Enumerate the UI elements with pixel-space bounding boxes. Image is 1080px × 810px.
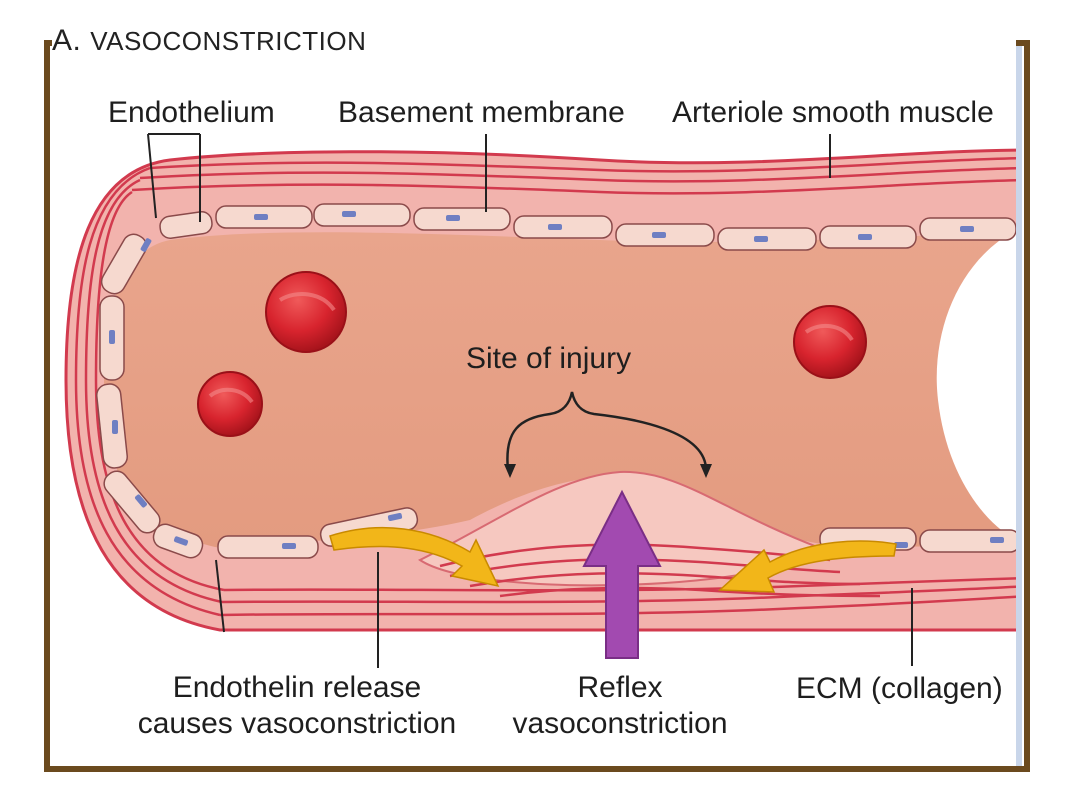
panel-letter: A. — [52, 24, 82, 57]
label-arteriole-smooth-muscle: Arteriole smooth muscle — [672, 96, 994, 129]
label-reflex-vasoconstriction: Reflex vasoconstriction — [500, 670, 740, 742]
label-basement-membrane: Basement membrane — [338, 96, 625, 129]
label-endothelium: Endothelium — [108, 96, 275, 129]
frame-corner-right — [1016, 40, 1030, 46]
nuclei-bottom — [282, 512, 1004, 549]
frame-right-strip — [1016, 46, 1022, 766]
frame-corner-left — [44, 40, 52, 46]
reflex-line1: Reflex — [577, 671, 663, 704]
muscle-fibers-bottom — [219, 577, 1016, 617]
endothelin-arrows — [329, 526, 897, 593]
muscle-fibers-top — [131, 157, 1016, 195]
leader-lines — [147, 133, 913, 668]
figure-title: A. VASOCONSTRICTION — [52, 24, 366, 58]
injury-brace — [506, 391, 708, 471]
brace-arrowhead-left — [504, 464, 516, 478]
reflex-arrow — [582, 489, 662, 659]
label-endothelin-release: Endothelin release causes vasoconstricti… — [122, 670, 472, 742]
nuclei-top — [254, 211, 974, 242]
red-blood-cells — [197, 271, 867, 437]
reflex-line2: vasoconstriction — [512, 707, 728, 740]
endothelin-line2: causes vasoconstriction — [137, 707, 457, 740]
brace-arrowhead-right — [700, 464, 712, 478]
label-ecm: ECM (collagen) — [796, 672, 1003, 705]
endothelin-line1: Endothelin release — [172, 671, 422, 704]
vessel-opening — [936, 230, 1016, 540]
label-site-of-injury: Site of injury — [466, 342, 632, 375]
muscle-fibers-left — [74, 166, 225, 617]
figure-frame — [44, 40, 1030, 772]
nuclei-left — [109, 238, 189, 546]
panel-title: VASOCONSTRICTION — [90, 26, 367, 56]
